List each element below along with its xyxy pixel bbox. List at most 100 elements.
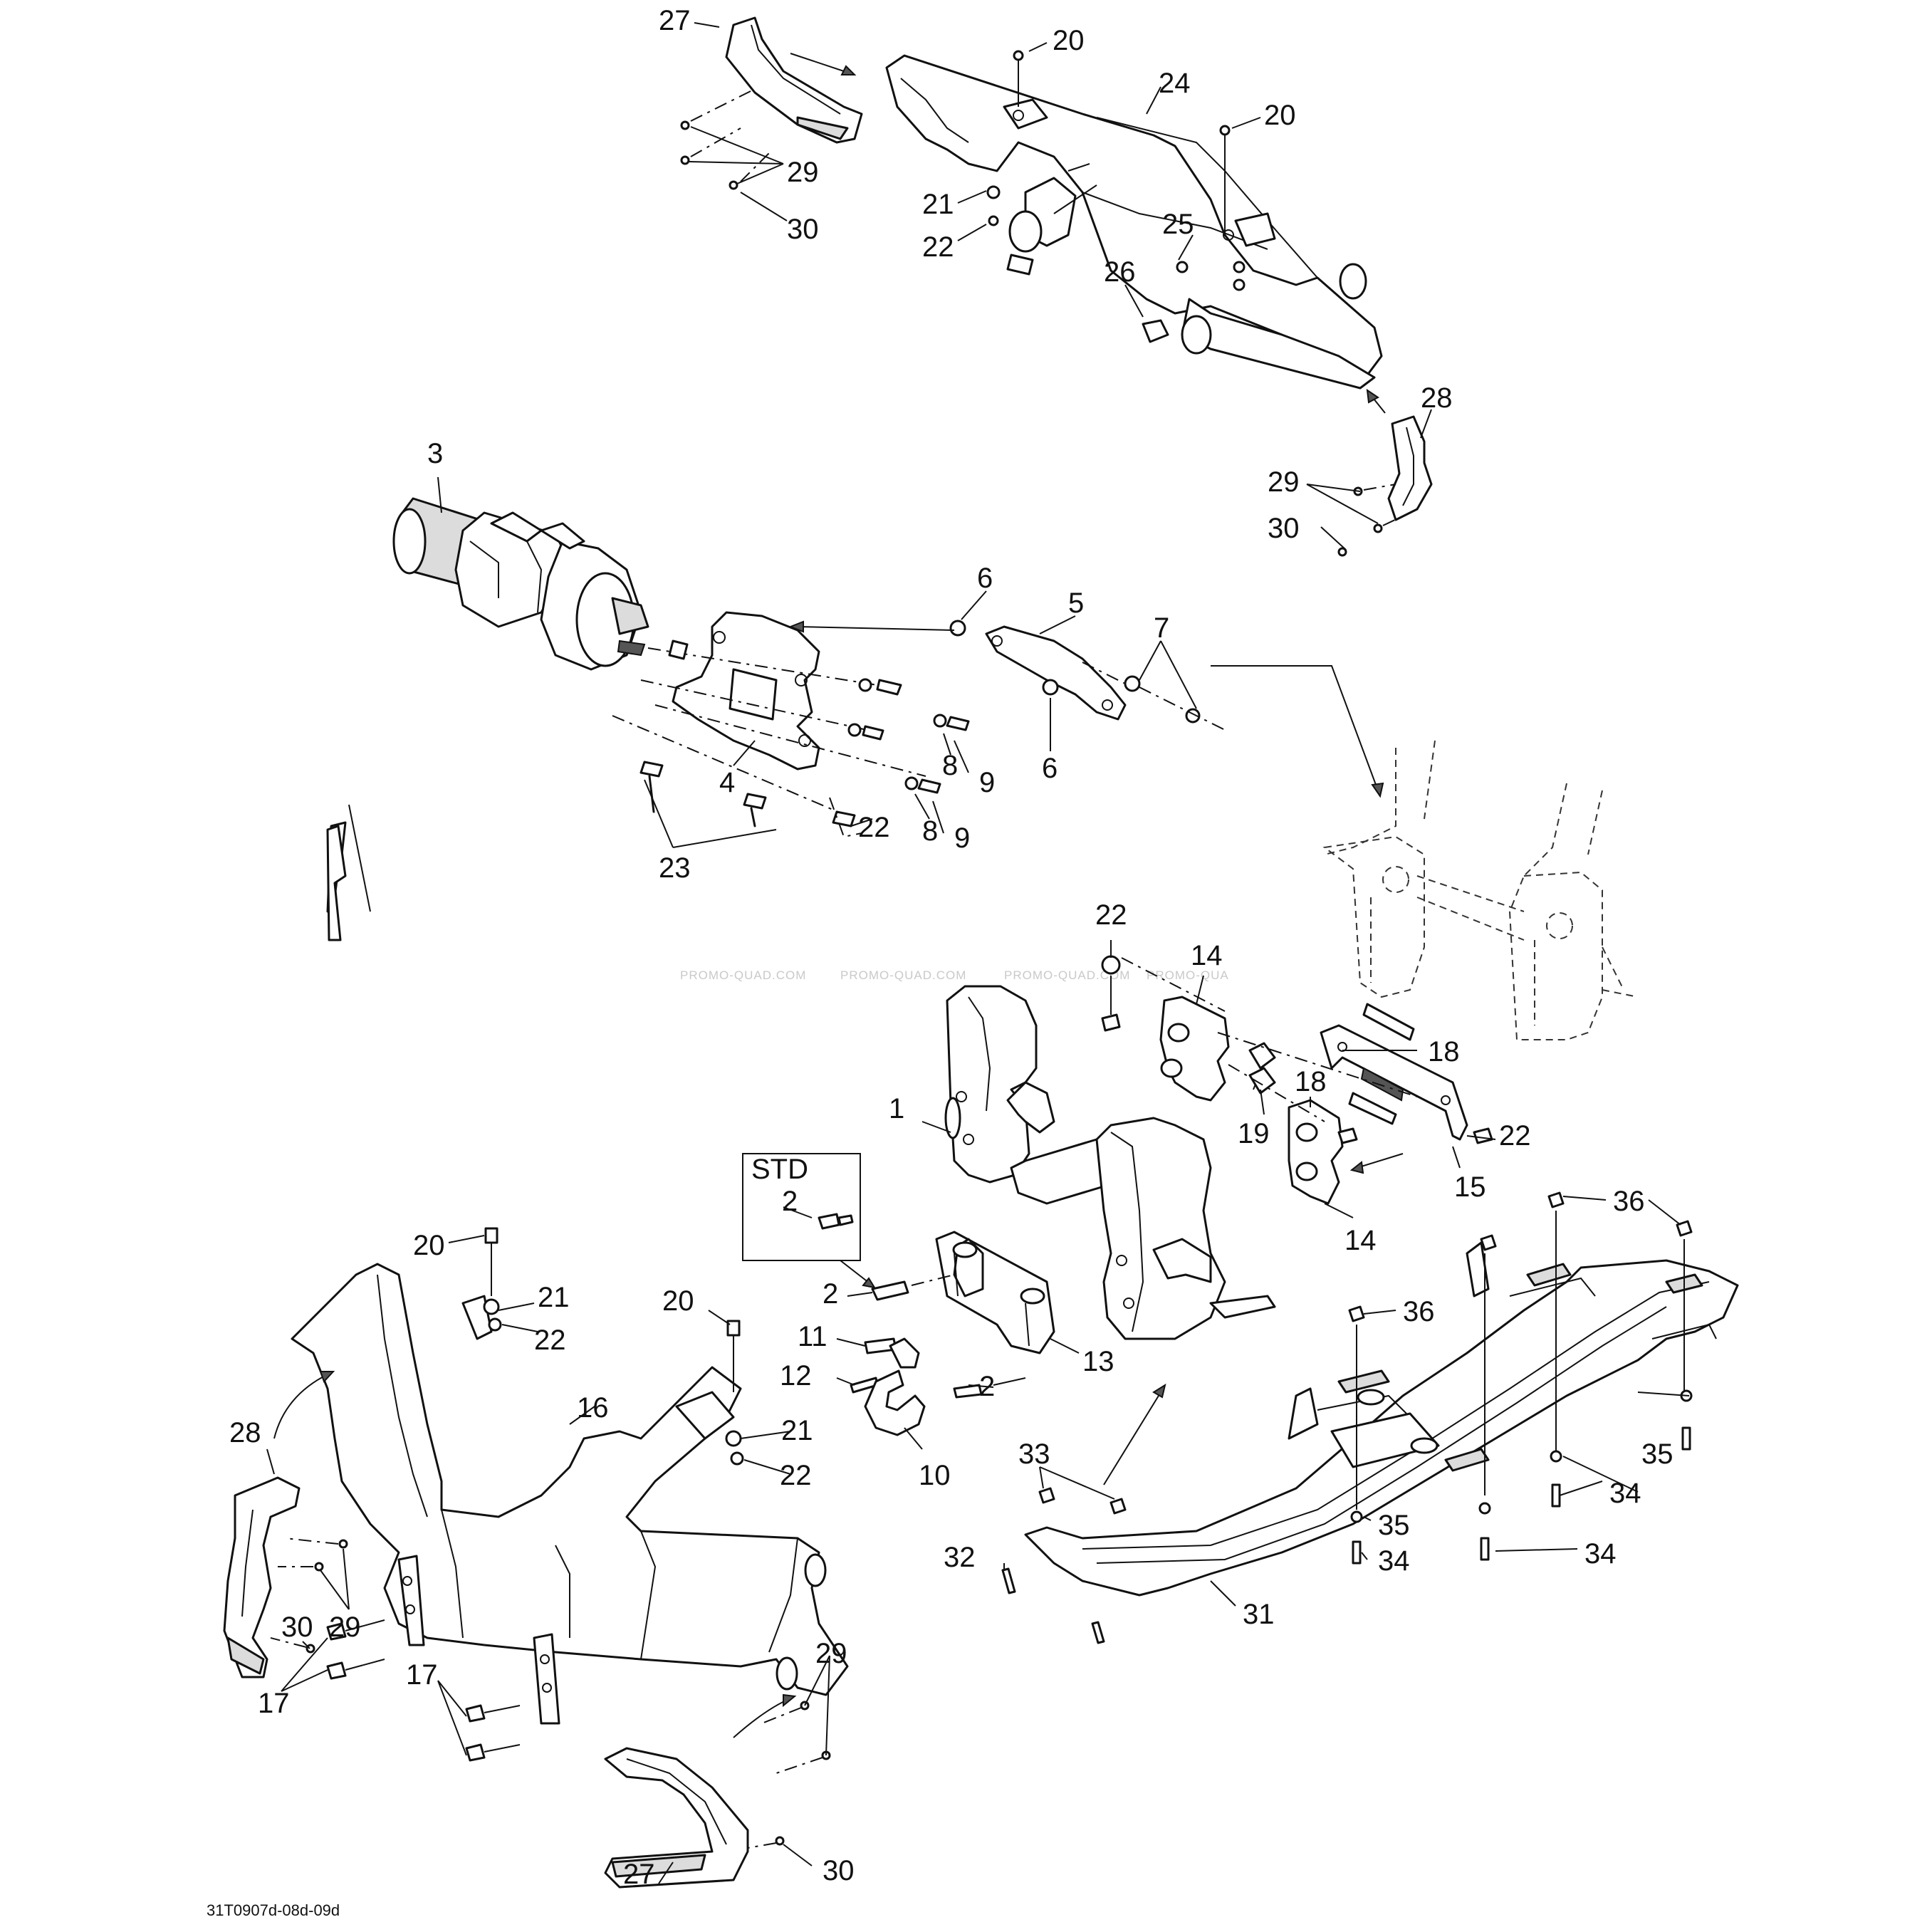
- callout-21: 21: [922, 189, 954, 220]
- callout-7: 7: [1154, 612, 1169, 644]
- callout-8: 8: [942, 750, 958, 781]
- callout-5: 5: [1068, 588, 1084, 619]
- callout-6: 6: [977, 563, 993, 594]
- winch-assembly: [392, 497, 649, 671]
- callout-34: 34: [1378, 1545, 1410, 1577]
- vehicle-frame-reference: [1322, 740, 1639, 1040]
- callout-2: 2: [782, 1186, 798, 1217]
- callout-2: 2: [823, 1278, 838, 1310]
- callout-29: 29: [815, 1638, 847, 1669]
- std-inset-box: STD: [742, 1153, 877, 1289]
- callout-15: 15: [1454, 1171, 1486, 1203]
- callout-21: 21: [781, 1415, 813, 1446]
- callout-33: 33: [1018, 1438, 1050, 1470]
- callout-21: 21: [538, 1282, 570, 1313]
- callout-26: 26: [1104, 256, 1136, 288]
- winch-support-bracket: [944, 985, 1276, 1340]
- cable-guide-bracket: [985, 625, 1127, 721]
- callout-30: 30: [823, 1855, 855, 1886]
- callout-28: 28: [229, 1417, 261, 1448]
- callout-22: 22: [780, 1460, 812, 1491]
- callout-36: 36: [1613, 1186, 1645, 1217]
- hand-grip-top-left: [725, 16, 863, 144]
- callout-18: 18: [1295, 1066, 1327, 1097]
- front-bumper-upright: [326, 804, 371, 941]
- callout-14: 14: [1344, 1225, 1377, 1256]
- callout-4: 4: [719, 767, 735, 798]
- hand-grip-front-lower: [604, 1747, 749, 1889]
- callout-22: 22: [858, 812, 890, 843]
- top-hardware: [986, 50, 1246, 343]
- callout-3: 3: [427, 438, 443, 469]
- watermark: PROMO-QUAD.COM: [1004, 968, 1130, 982]
- callout-18: 18: [1428, 1036, 1460, 1067]
- grip-hardware-right: [1337, 484, 1411, 557]
- front-bumper-bar: [291, 821, 849, 1725]
- callout-17: 17: [258, 1688, 290, 1719]
- assembly-arrows: [788, 53, 1386, 798]
- callout-11: 11: [798, 1321, 827, 1352]
- callout-28: 28: [1421, 382, 1453, 414]
- callout-20: 20: [413, 1230, 445, 1261]
- callout-23: 23: [659, 852, 691, 884]
- front-bumper-hardware: [326, 1227, 744, 1762]
- callout-29: 29: [787, 157, 819, 188]
- watermark: PROMO-QUA: [1147, 968, 1229, 982]
- winch-mount-plate: [672, 611, 820, 771]
- callout-1: 1: [889, 1093, 904, 1124]
- callout-29: 29: [1268, 466, 1300, 498]
- drawing-code: 31T0907d-08d-09d: [207, 1901, 340, 1919]
- watermark-row: PROMO-QUAD.COM PROMO-QUAD.COM PROMO-QUAD…: [680, 968, 1229, 982]
- callout-35: 35: [1378, 1510, 1410, 1541]
- callout-10: 10: [919, 1460, 951, 1491]
- callout-31: 31: [1243, 1599, 1275, 1630]
- callout-36: 36: [1403, 1296, 1435, 1327]
- hand-grip-front-left: [223, 1476, 301, 1678]
- bracket-hardware: [949, 620, 1226, 731]
- callout-17: 17: [406, 1659, 438, 1691]
- grip-hardware-front-lower: [733, 1693, 831, 1849]
- callout-30: 30: [787, 214, 819, 245]
- callout-30: 30: [1268, 513, 1300, 544]
- callout-24: 24: [1159, 68, 1191, 99]
- hand-grip-top-right: [1387, 415, 1433, 521]
- callout-12: 12: [780, 1360, 812, 1391]
- callout-13: 13: [1082, 1346, 1114, 1377]
- callout-34: 34: [1609, 1478, 1641, 1509]
- callout-27: 27: [623, 1859, 655, 1890]
- callout-29: 29: [329, 1612, 361, 1643]
- callout-30: 30: [281, 1612, 313, 1643]
- fairlead-brackets: [1101, 955, 1493, 1205]
- leader-lines: [266, 22, 1690, 1884]
- callout-14: 14: [1191, 940, 1223, 971]
- callout-22: 22: [1499, 1120, 1531, 1152]
- watermark: PROMO-QUAD.COM: [680, 968, 806, 982]
- callout-34: 34: [1584, 1538, 1617, 1570]
- callout-27: 27: [659, 5, 691, 36]
- watermark: PROMO-QUAD.COM: [840, 968, 966, 982]
- callout-22: 22: [1095, 899, 1127, 931]
- callout-9: 9: [954, 823, 970, 854]
- clevis-hardware: [850, 1274, 1026, 1436]
- callout-22: 22: [922, 231, 954, 263]
- callout-9: 9: [979, 767, 995, 798]
- callout-16: 16: [577, 1392, 609, 1424]
- std-label: STD: [751, 1154, 808, 1185]
- callout-35: 35: [1641, 1438, 1673, 1470]
- skid-plate-hardware: [1001, 1191, 1693, 1644]
- winch-hardware: [612, 639, 970, 838]
- callout-20: 20: [662, 1285, 694, 1317]
- callout-2: 2: [979, 1371, 995, 1402]
- callout-32: 32: [944, 1542, 976, 1573]
- rear-bumper-bar: [885, 54, 1383, 390]
- grip-hardware-top: [680, 88, 770, 190]
- callout-20: 20: [1053, 25, 1085, 56]
- callout-labels: 27 20 24 20 21 22 25 26 29 30 28 29 30 3…: [229, 5, 1673, 1890]
- callout-8: 8: [922, 815, 938, 847]
- callout-20: 20: [1264, 100, 1296, 131]
- callout-19: 19: [1238, 1118, 1270, 1149]
- callout-22: 22: [534, 1325, 566, 1356]
- hook-mount-clevis: [935, 1231, 1055, 1354]
- callout-25: 25: [1162, 209, 1194, 240]
